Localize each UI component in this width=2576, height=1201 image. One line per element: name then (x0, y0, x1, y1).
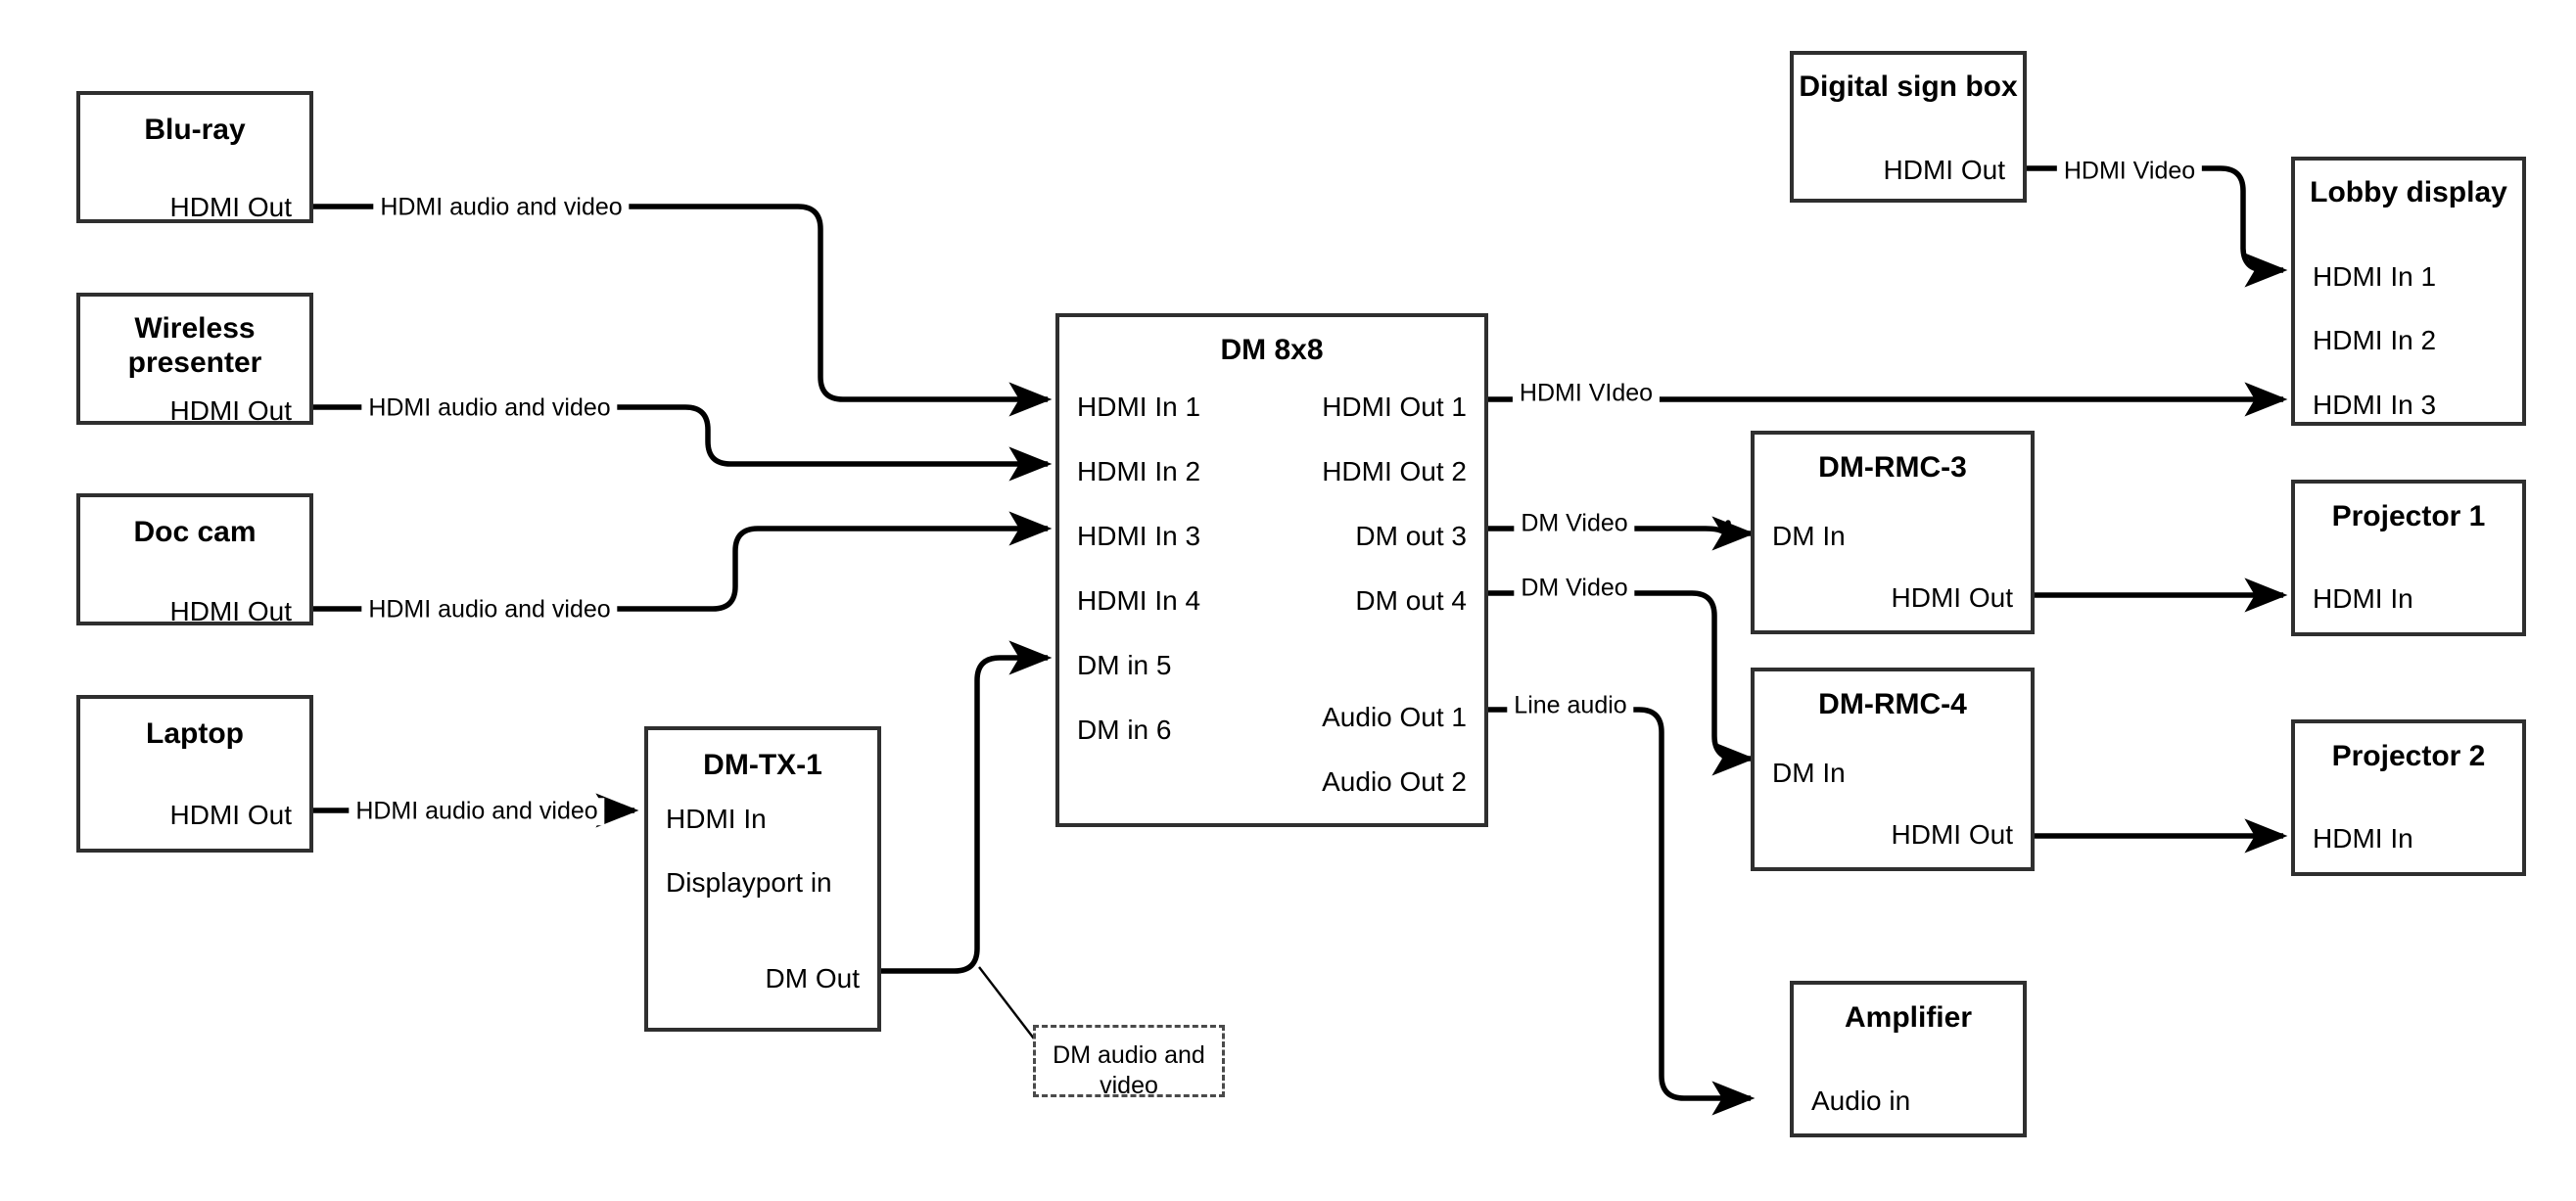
port-rmc3-hdmi-out[interactable]: HDMI Out (1891, 582, 2013, 613)
node-title: Blu-ray (144, 114, 246, 146)
edge-label-audio-out-1-to-amplifier: Line audio (1507, 692, 1634, 719)
edge-label-hdmi-out-1-to-lobby: HDMI VIdeo (1512, 380, 1661, 407)
port-lobby-hdmi-in-1[interactable]: HDMI In 1 (2313, 261, 2437, 292)
node-projector-2[interactable]: Projector 2 HDMI In (2291, 719, 2526, 876)
node-title: Lobby display (2310, 176, 2507, 208)
port-rmc4-hdmi-out[interactable]: HDMI Out (1891, 819, 2013, 850)
edge-label-dm-out-4-to-rmc4: DM Video (1514, 575, 1635, 602)
port-rmc4-dm-in[interactable]: DM In (1772, 758, 1846, 788)
edge-label-laptop-to-dmtx1: HDMI audio and video (349, 798, 605, 825)
port-dm8x8-hdmi-out-2[interactable]: HDMI Out 2 (1322, 456, 1467, 486)
note-leader-line (978, 966, 1038, 1043)
port-dm8x8-hdmi-out-1[interactable]: HDMI Out 1 (1322, 392, 1467, 422)
edge-label-doccam-to-hdmi-in-3: HDMI audio and video (361, 596, 618, 624)
node-amplifier[interactable]: Amplifier Audio in (1790, 981, 2027, 1137)
node-title: Laptop (146, 717, 244, 750)
port-laptop-hdmi-out[interactable]: HDMI Out (169, 800, 292, 830)
port-signbox-hdmi-out[interactable]: HDMI Out (1883, 155, 2005, 185)
node-title: Digital sign box (1799, 70, 2018, 103)
node-wireless-presenter[interactable]: Wireless presenter HDMI Out (76, 293, 313, 425)
port-dmtx1-displayport-in[interactable]: Displayport in (666, 867, 832, 898)
port-dm8x8-dm-in-5[interactable]: DM in 5 (1077, 650, 1172, 680)
port-dm8x8-hdmi-in-4[interactable]: HDMI In 4 (1077, 585, 1201, 616)
node-dm-rmc-4[interactable]: DM-RMC-4 DM In HDMI Out (1751, 668, 2035, 871)
wire-dmtx1-to-dm-in-5 (881, 640, 1053, 974)
port-dmtx1-dm-out[interactable]: DM Out (765, 963, 860, 993)
edge-label-bluray-to-hdmi-in-1: HDMI audio and video (373, 194, 630, 221)
port-rmc3-dm-in[interactable]: DM In (1772, 521, 1846, 551)
port-bluray-hdmi-out[interactable]: HDMI Out (169, 192, 292, 222)
port-dm8x8-dm-out-3[interactable]: DM out 3 (1355, 521, 1467, 551)
node-title: DM 8x8 (1220, 334, 1324, 366)
node-dm-rmc-3[interactable]: DM-RMC-3 DM In HDMI Out (1751, 431, 2035, 634)
node-title: Projector 1 (2331, 500, 2486, 532)
port-dm8x8-dm-out-4[interactable]: DM out 4 (1355, 585, 1467, 616)
node-dm-tx-1[interactable]: DM-TX-1 HDMI In Displayport in DM Out (644, 726, 881, 1032)
wire-dm-out-4-to-rmc4 (1488, 590, 1756, 776)
wire-bluray-to-hdmi-in-1 (313, 204, 1053, 417)
node-title: DM-RMC-4 (1818, 688, 1967, 720)
node-bluray[interactable]: Blu-ray HDMI Out (76, 91, 313, 223)
node-digital-sign-box[interactable]: Digital sign box HDMI Out (1790, 51, 2027, 203)
port-dm8x8-dm-in-6[interactable]: DM in 6 (1077, 715, 1172, 745)
wire-audio-out-1-to-amplifier (1488, 707, 1756, 1116)
port-lobby-hdmi-in-3[interactable]: HDMI In 3 (2313, 390, 2437, 420)
node-title: Amplifier (1844, 1001, 1973, 1034)
node-title: Wireless presenter (127, 312, 262, 380)
node-doc-cam[interactable]: Doc cam HDMI Out (76, 493, 313, 625)
port-doccam-hdmi-out[interactable]: HDMI Out (169, 596, 292, 626)
port-dm8x8-hdmi-in-3[interactable]: HDMI In 3 (1077, 521, 1201, 551)
node-dm-8x8[interactable]: DM 8x8 HDMI In 1 HDMI In 2 HDMI In 3 HDM… (1055, 313, 1488, 827)
port-dm8x8-hdmi-in-1[interactable]: HDMI In 1 (1077, 392, 1201, 422)
port-dmtx1-hdmi-in[interactable]: HDMI In (666, 804, 767, 834)
node-laptop[interactable]: Laptop HDMI Out (76, 695, 313, 853)
edge-label-signbox-to-lobby: HDMI Video (2056, 158, 2203, 185)
note-dm-audio-and-video: DM audio and video (1033, 1025, 1225, 1099)
port-dm8x8-audio-out-1[interactable]: Audio Out 1 (1322, 702, 1467, 732)
port-dm8x8-hdmi-in-2[interactable]: HDMI In 2 (1077, 456, 1201, 486)
edge-label-wireless-to-hdmi-in-2: HDMI audio and video (361, 394, 618, 422)
node-title: Projector 2 (2331, 740, 2486, 772)
node-title: DM-RMC-3 (1818, 451, 1967, 484)
port-wireless-hdmi-out[interactable]: HDMI Out (169, 395, 292, 426)
port-dm8x8-audio-out-2[interactable]: Audio Out 2 (1322, 766, 1467, 797)
port-lobby-hdmi-in-2[interactable]: HDMI In 2 (2313, 325, 2437, 355)
port-projector2-hdmi-in[interactable]: HDMI In (2313, 823, 2413, 854)
edge-label-dm-out-3-to-rmc3: DM Video (1514, 510, 1635, 537)
node-title: DM-TX-1 (703, 749, 822, 781)
note-text: DM audio and video (1053, 1041, 1205, 1099)
node-lobby-display[interactable]: Lobby display HDMI In 1 HDMI In 2 HDMI I… (2291, 157, 2526, 426)
node-title: Doc cam (133, 516, 257, 548)
port-amplifier-audio-in[interactable]: Audio in (1811, 1086, 1911, 1116)
node-projector-1[interactable]: Projector 1 HDMI In (2291, 480, 2526, 636)
port-projector1-hdmi-in[interactable]: HDMI In (2313, 583, 2413, 614)
